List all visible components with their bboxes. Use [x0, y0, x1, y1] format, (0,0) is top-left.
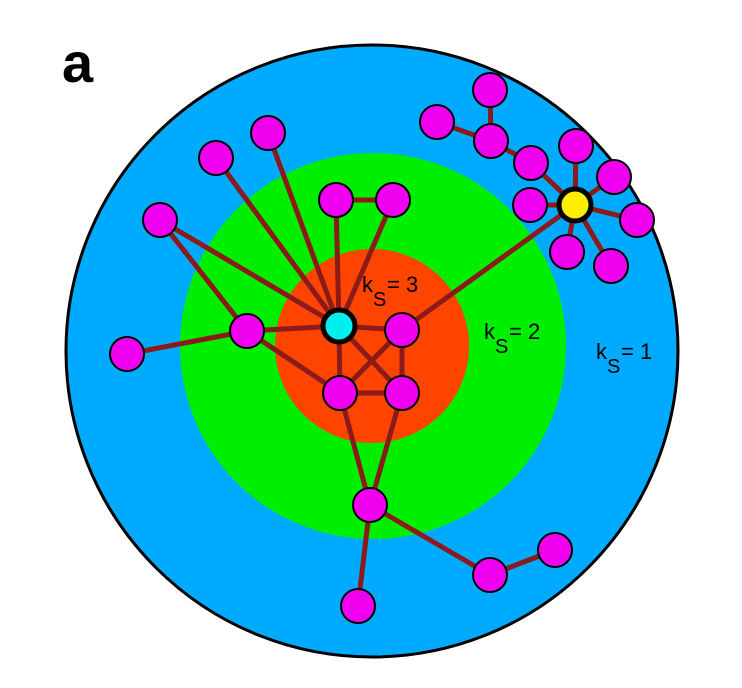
edge-hubC-t1: [333, 197, 342, 329]
panel-label: a: [62, 31, 94, 94]
node-m1: [229, 313, 265, 349]
edge-m1-l3: [157, 217, 250, 334]
shell-3-label: k S = 3: [362, 272, 418, 311]
node-p10: [512, 187, 548, 223]
node-p2: [472, 72, 508, 108]
node-p5: [558, 128, 594, 164]
node-b3: [537, 532, 573, 568]
node-c2: [322, 375, 358, 411]
node-p9: [549, 234, 585, 270]
edge-hubC-l2: [265, 130, 342, 329]
edge-m2-b2: [367, 502, 493, 578]
edge-c2-m2: [337, 390, 373, 508]
node-p4: [513, 145, 549, 181]
hub-node-core: [320, 307, 358, 345]
edge-c1-hubP: [399, 202, 578, 333]
node-t1: [318, 182, 354, 218]
node-l3: [142, 202, 178, 238]
edge-m1-l4: [124, 328, 250, 357]
shell-2-label: k S = 2: [484, 319, 540, 358]
shell-2-sub: S: [495, 336, 508, 358]
node-p6: [596, 159, 632, 195]
edge-c3-m2: [367, 390, 405, 508]
node-t2: [375, 182, 411, 218]
edge-hubC-l3: [157, 217, 342, 329]
edge-hubC-l1: [213, 155, 342, 329]
node-p3: [473, 123, 509, 159]
node-b1: [340, 588, 376, 624]
shell-1-sub: S: [607, 356, 620, 378]
shell-1-k: k: [596, 339, 608, 364]
network-nodes: [109, 72, 655, 624]
node-l2: [250, 115, 286, 151]
node-l4: [109, 336, 145, 372]
shell-1-label: k S = 1: [596, 339, 652, 378]
hub-node-periphery: [556, 186, 594, 224]
node-p8: [593, 248, 629, 284]
shell-3-sub: S: [373, 289, 386, 311]
node-l1: [198, 140, 234, 176]
node-c3: [384, 375, 420, 411]
shell-3-k: k: [362, 272, 374, 297]
node-p7: [619, 202, 655, 238]
node-p1: [419, 104, 455, 140]
shell-2-eq: = 2: [509, 319, 540, 344]
node-c1: [384, 312, 420, 348]
node-m2: [352, 487, 388, 523]
node-b2: [472, 557, 508, 593]
shell-2-k: k: [484, 319, 496, 344]
shell-1-eq: = 1: [621, 339, 652, 364]
edge-hubC-t2: [336, 197, 396, 329]
shell-3-eq: = 3: [387, 272, 418, 297]
edge-m1-c2: [244, 328, 343, 396]
